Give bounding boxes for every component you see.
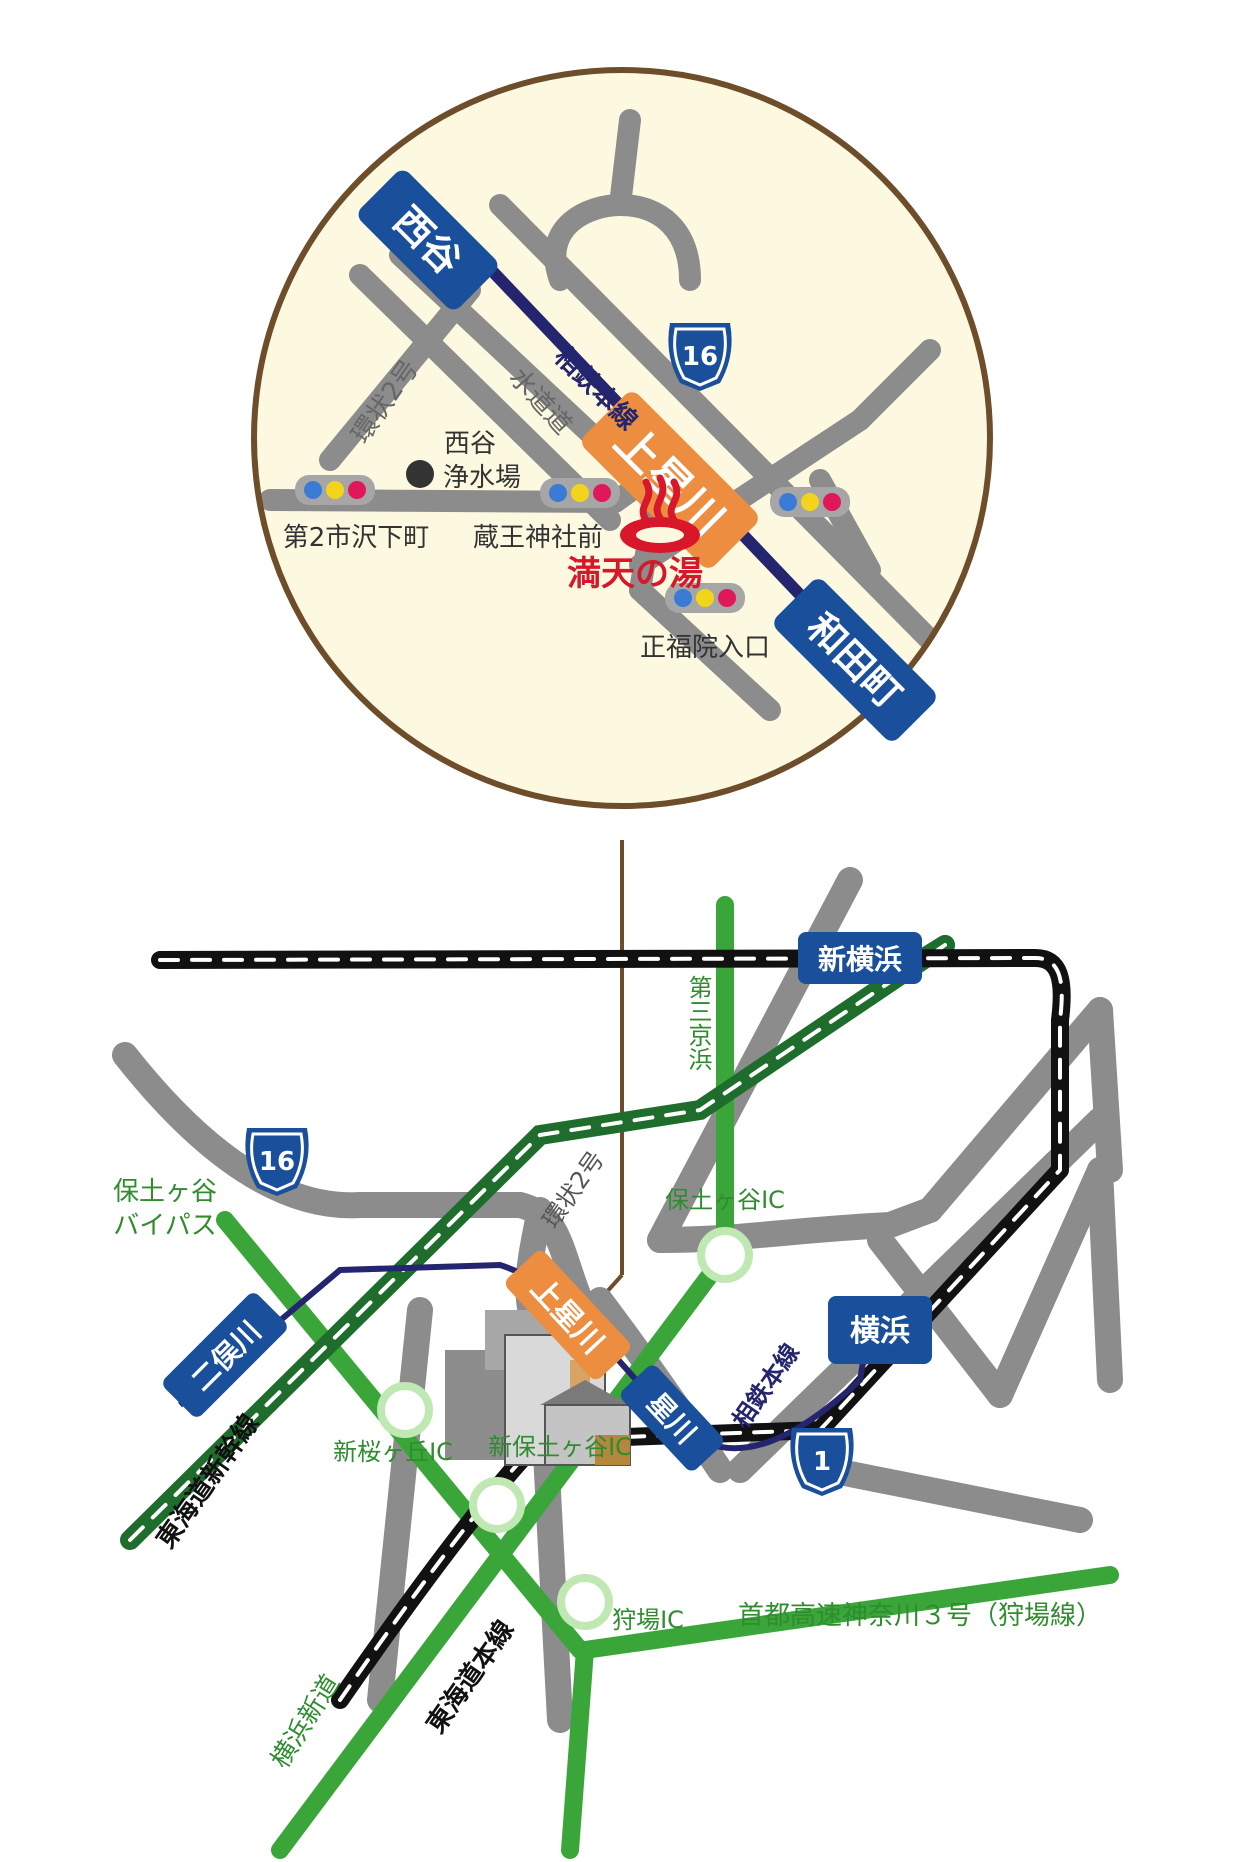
josui-label-1: 西谷 bbox=[444, 429, 496, 459]
traffic-signal-icon-zao bbox=[540, 478, 620, 508]
detail-route16-number: 16 bbox=[682, 342, 718, 372]
josui-marker-icon bbox=[406, 460, 434, 488]
overview-station-shinyokohama: 新横浜 bbox=[798, 932, 922, 984]
ic-kariba-icon bbox=[557, 1574, 613, 1630]
overview-station-yokohama-label: 横浜 bbox=[850, 1314, 910, 1349]
shutoko-k3-label: 首都高速神奈川３号（狩場線） bbox=[738, 1601, 1102, 1631]
traffic-signal-icon-shimachi bbox=[295, 475, 375, 505]
ic-shinsakuragaoka-label: 新桜ヶ丘IC bbox=[333, 1438, 453, 1466]
ic-shinhodogaya-label: 新保土ヶ谷IC bbox=[488, 1433, 632, 1461]
destination-label: 満天の湯 bbox=[567, 554, 703, 594]
ic-kariba-label: 狩場IC bbox=[612, 1606, 684, 1634]
ic-shinhodogaya-icon bbox=[469, 1477, 525, 1533]
hot-spring-icon bbox=[620, 474, 700, 553]
traffic-signal-icon-shofukuin bbox=[665, 583, 745, 613]
yokohama-shindo-label: 横浜新道 bbox=[265, 1670, 346, 1774]
hodogaya-bypass-label-1: 保土ヶ谷 bbox=[113, 1177, 217, 1207]
overview-route16-shield: 16 bbox=[245, 1128, 309, 1196]
hodogaya-bypass-label-2: バイパス bbox=[113, 1211, 216, 1241]
intersection-zao-label: 蔵王神社前 bbox=[473, 523, 603, 553]
overview-station-shinyokohama-label: 新横浜 bbox=[818, 943, 902, 976]
josui-label-2: 浄水場 bbox=[443, 463, 521, 493]
traffic-signal-icon-east bbox=[770, 487, 850, 517]
ic-hodogaya-label: 保土ヶ谷IC bbox=[665, 1186, 785, 1214]
daisan-keihin-label: 第三京浜 bbox=[684, 975, 712, 1071]
kanjo2-overview-label: 環状2号 bbox=[537, 1146, 610, 1234]
detail-route16-shield: 16 bbox=[668, 323, 732, 391]
intersection-shofukuin-label: 正福院入口 bbox=[640, 633, 770, 663]
ic-hodogaya-icon bbox=[697, 1227, 753, 1283]
intersection-shimachi-label: 第2市沢下町 bbox=[283, 523, 430, 553]
overview-route1-shield: 1 bbox=[790, 1428, 854, 1496]
ic-shinsakuragaoka-icon bbox=[377, 1382, 433, 1438]
overview-route16-number: 16 bbox=[259, 1147, 295, 1177]
overview-station-yokohama: 横浜 bbox=[828, 1296, 932, 1364]
overview-route1-number: 1 bbox=[813, 1447, 831, 1477]
detail-station-nishiya: 西谷 bbox=[358, 170, 498, 310]
shinkansen-label: 東海道新幹線 bbox=[150, 1408, 265, 1554]
